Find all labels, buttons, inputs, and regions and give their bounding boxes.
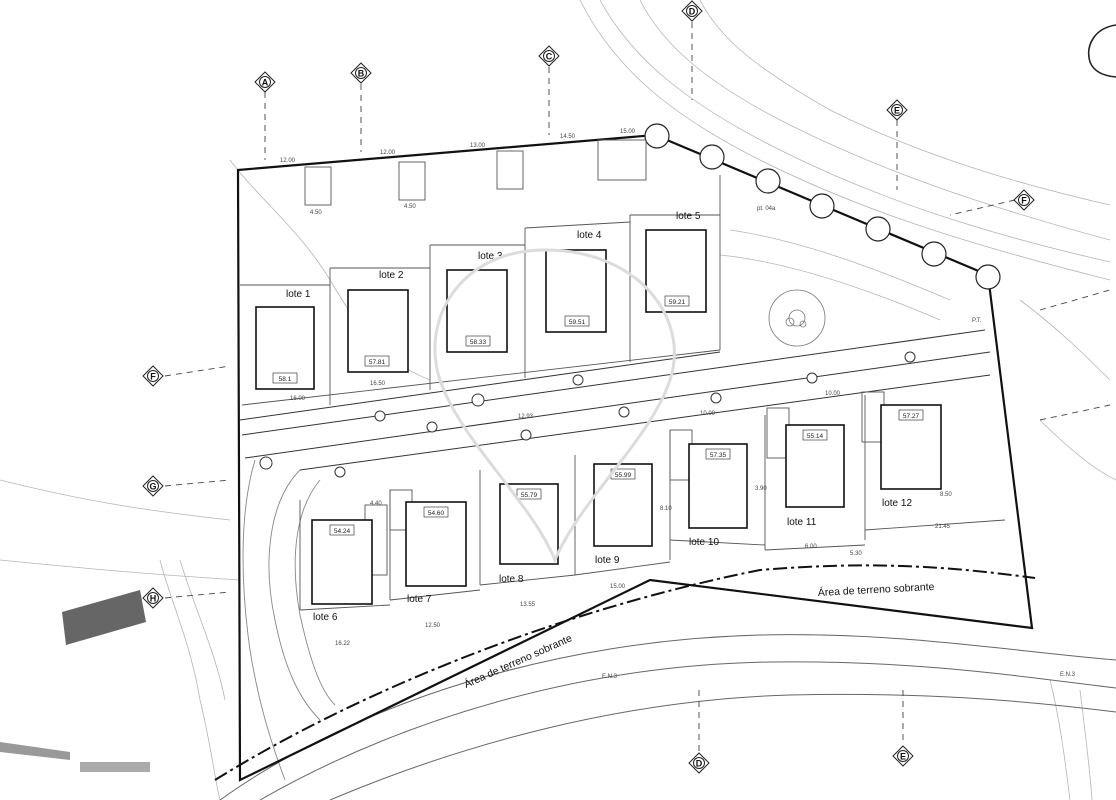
marker-letter-h: H	[150, 594, 157, 604]
label-lote2: lote 2	[379, 270, 404, 281]
marker-letter-g: G	[149, 482, 156, 492]
dim-16: 16.22	[335, 641, 351, 647]
north-arrow-icon	[1088, 24, 1116, 78]
area-lote6: 54.24	[334, 528, 351, 535]
marker-letter-d-bottom: D	[696, 759, 703, 769]
street-lamps	[259, 351, 916, 478]
watermark-shape	[433, 248, 676, 564]
marker-letter-e-top: E	[894, 106, 900, 116]
dim-20: 4.40	[370, 501, 382, 507]
dim-2: 4.50	[404, 204, 416, 210]
dimension-labels: 4.50 4.50 12.00 12.00 13.00 14.50 15.00 …	[280, 129, 952, 647]
section-marker-c	[538, 45, 560, 67]
section-marker-b	[350, 62, 372, 84]
section-markers	[142, 0, 1035, 774]
label-lote8: lote 8	[499, 574, 524, 585]
road-label-right: E.N.3	[1060, 672, 1076, 678]
section-marker-g	[142, 475, 164, 497]
sobrante-label-right: Área de terreno sobrante	[817, 580, 934, 599]
marker-letter-d-top: D	[689, 7, 696, 17]
marker-letter-a: A	[262, 78, 269, 88]
house-lote4	[545, 249, 607, 333]
section-marker-d-top	[681, 0, 703, 22]
marker-letter-f-left: F	[150, 372, 156, 382]
dim-3: 12.00	[280, 158, 296, 164]
house-area-values: 58.1 57.81 58.33 59.51 59.21 54.24 54.60…	[279, 299, 920, 535]
pt-label: P.T.	[972, 318, 982, 324]
label-lote6: lote 6	[313, 612, 338, 623]
label-lote12: lote 12	[882, 498, 912, 509]
dim-7: 15.00	[620, 129, 636, 135]
dim-15: 21.45	[935, 524, 951, 530]
label-lote9: lote 9	[595, 555, 620, 566]
section-marker-leaders	[164, 22, 1111, 752]
house-lote9	[593, 463, 653, 547]
access-road-curves	[242, 459, 336, 781]
area-lote8: 55.79	[521, 492, 538, 499]
section-marker-e-bottom	[892, 745, 914, 767]
section-marker-f-right	[1013, 189, 1035, 211]
section-marker-letters: A B C D D E E F F G H	[149, 7, 1027, 769]
dim-19: 15.00	[610, 584, 626, 590]
section-marker-d-bottom	[688, 752, 710, 774]
dim-11: 10.00	[700, 411, 716, 417]
section-marker-f-left	[142, 365, 164, 387]
marker-letter-c: C	[546, 52, 553, 62]
dim-18: 13.55	[520, 602, 536, 608]
house-area-boxes	[272, 295, 924, 536]
section-marker-a	[254, 71, 276, 93]
lot-labels: lote 1 lote 2 lote 3 lote 4 lote 5 lote …	[286, 211, 912, 623]
area-lote12: 57.27	[903, 413, 920, 420]
marker-letter-e-bottom: E	[900, 752, 906, 762]
dim-21: 8.10	[660, 506, 672, 512]
marker-letter-b: B	[358, 69, 365, 79]
scan-artifacts	[0, 590, 150, 772]
label-lote7: lote 7	[407, 594, 432, 605]
area-lote2: 57.81	[369, 359, 386, 366]
houses-south	[311, 404, 942, 605]
area-lote10: 57.35	[710, 452, 727, 459]
road-label-left: E.N.3	[602, 674, 618, 680]
dim-23: 8.50	[940, 492, 952, 498]
dim-9: 16.50	[370, 381, 386, 387]
internal-street	[239, 329, 991, 471]
point-label: pt. 04a	[757, 206, 776, 212]
dim-17: 12.50	[425, 623, 441, 629]
section-marker-e-top	[886, 99, 908, 121]
label-lote4: lote 4	[577, 230, 602, 241]
area-lote5: 59.21	[669, 299, 686, 306]
section-marker-h	[142, 587, 164, 609]
area-lote7: 54.60	[428, 510, 445, 517]
dim-4: 12.00	[380, 150, 396, 156]
dim-8: 16.00	[290, 396, 306, 402]
label-lote1: lote 1	[286, 289, 311, 300]
area-lote1: 58.1	[279, 376, 292, 383]
marker-letter-f-right: F	[1021, 196, 1027, 206]
dim-14: 5.30	[850, 551, 862, 557]
area-lote9: 55.99	[615, 472, 632, 479]
area-lote11: 55.14	[807, 433, 824, 440]
dim-13: 6.00	[805, 544, 817, 550]
dim-1: 4.50	[310, 210, 322, 216]
label-lote11: lote 11	[787, 517, 817, 528]
roundabout-feature	[768, 289, 826, 347]
area-lote3: 58.33	[470, 339, 487, 346]
sobrante-boundary-line	[214, 564, 1036, 781]
lot-boundaries-north	[240, 139, 721, 406]
dim-12: 10.00	[825, 391, 841, 397]
dim-10: 12.93	[518, 414, 534, 420]
house-lote10	[688, 443, 748, 529]
label-lote10: lote 10	[689, 537, 719, 548]
label-lote3: lote 3	[478, 251, 503, 262]
lot-boundaries-south	[299, 391, 1006, 611]
dim-6: 14.50	[560, 134, 576, 140]
dim-5: 13.00	[470, 143, 486, 149]
area-lote4: 59.51	[569, 319, 586, 326]
label-lote5: lote 5	[676, 211, 701, 222]
boundary-trees	[644, 123, 1001, 290]
dim-22: 3.90	[755, 486, 767, 492]
